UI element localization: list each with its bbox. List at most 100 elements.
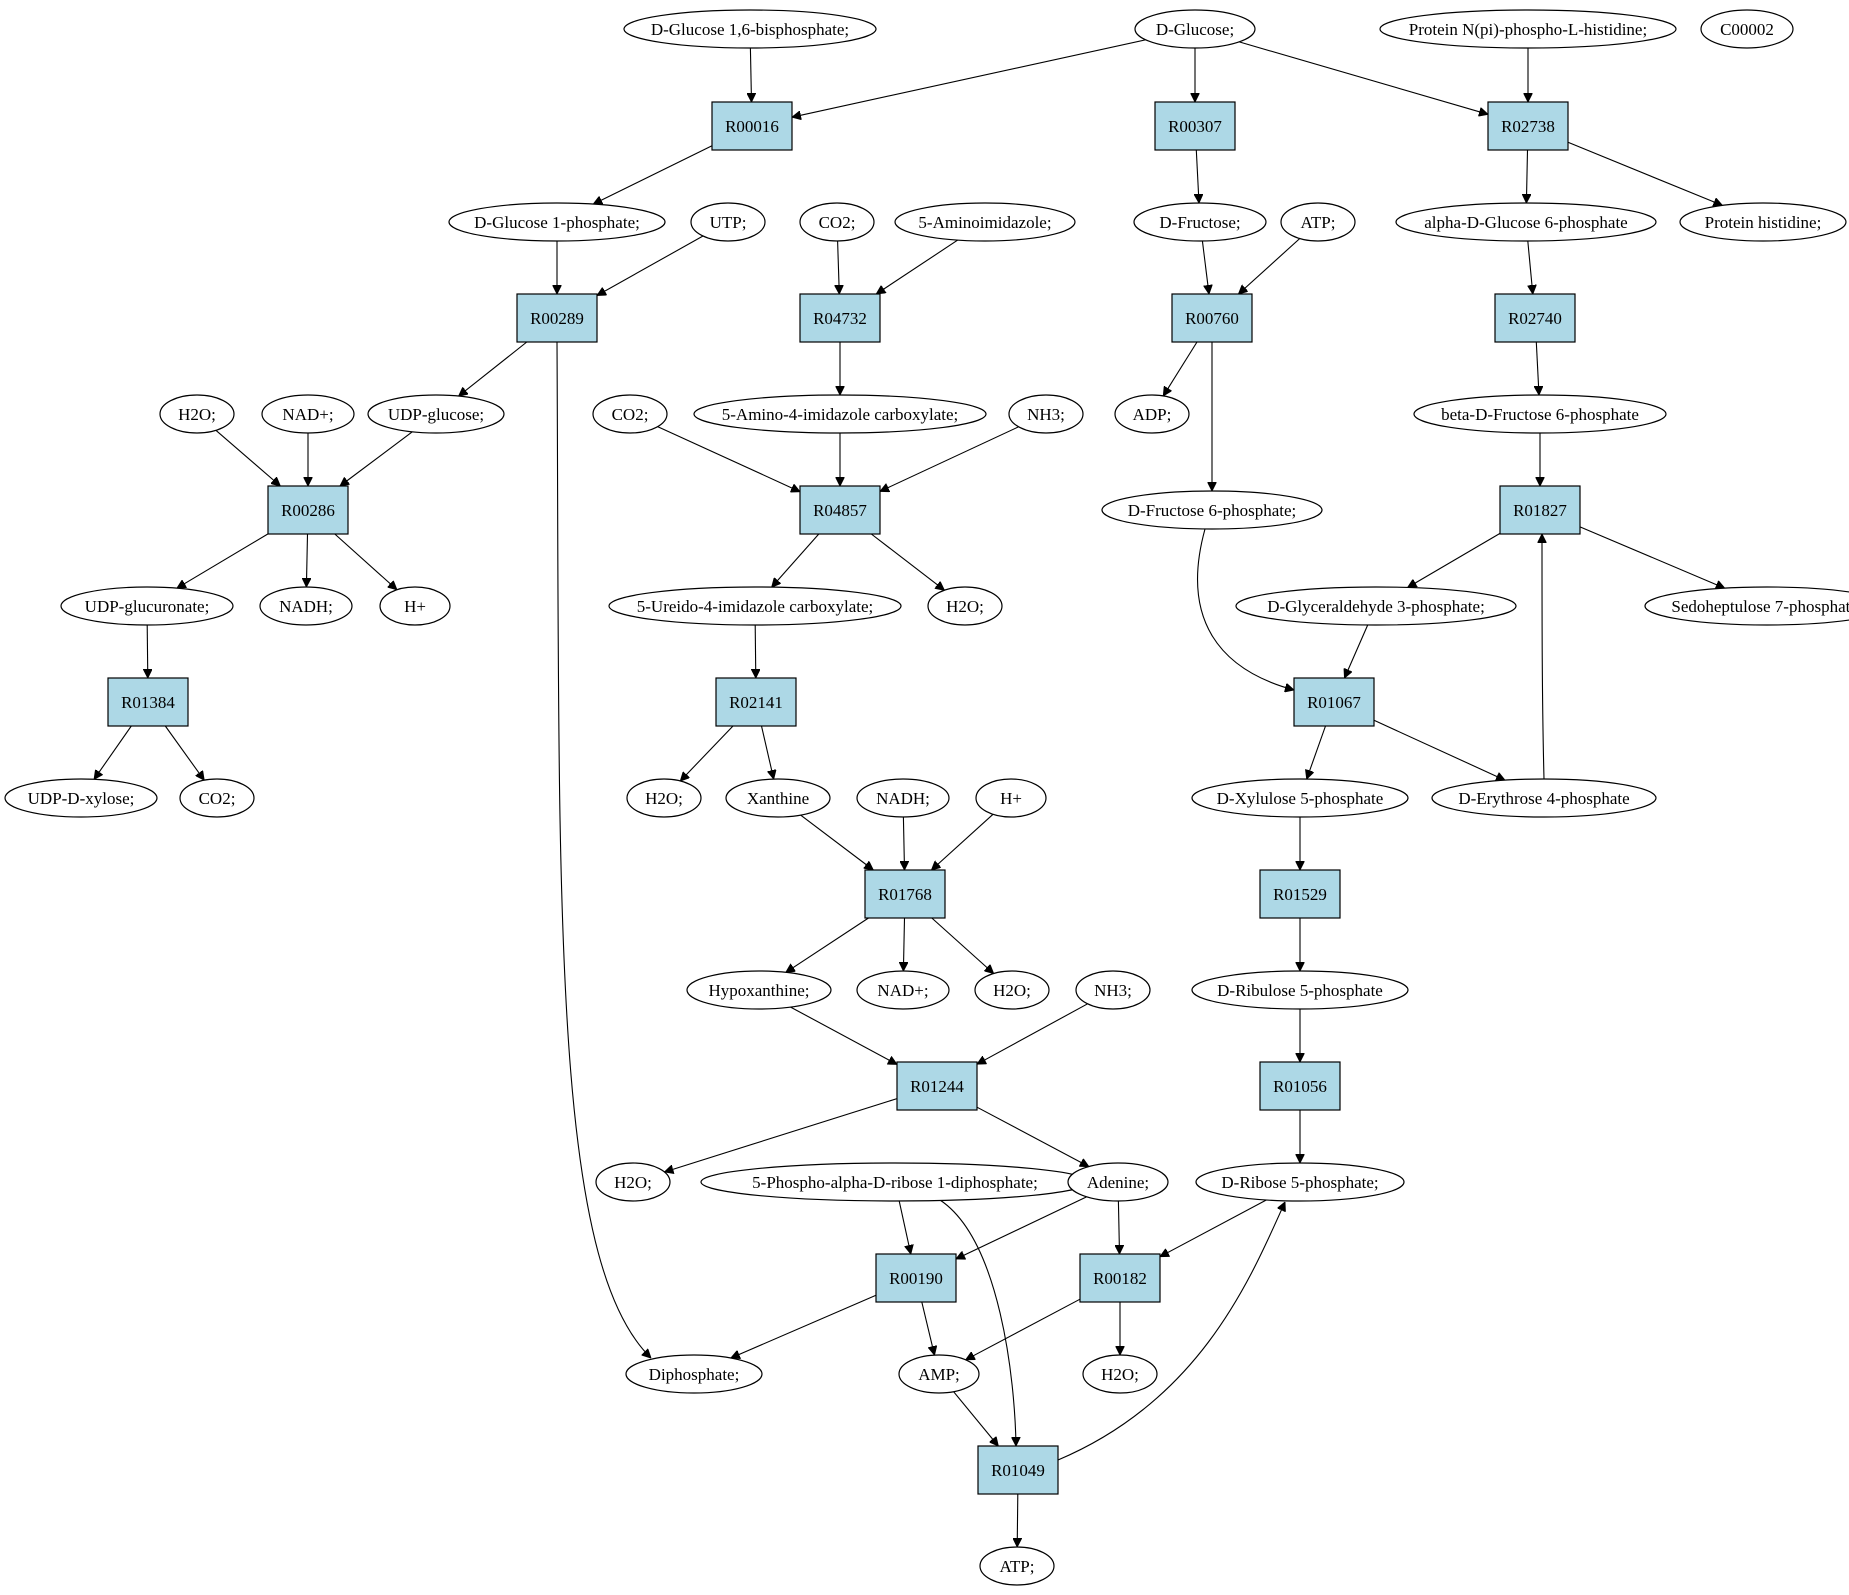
edge-m-amp-to-r-r01049 — [953, 1391, 999, 1446]
metabolite-node-m-c00002[interactable]: C00002 — [1700, 9, 1794, 49]
edge-r-r04857-to-m-h2o-b — [870, 533, 944, 590]
metabolite-node-m-utp[interactable]: UTP; — [690, 202, 766, 242]
reaction-node-r-r02738[interactable]: R02738 — [1487, 101, 1569, 151]
reaction-node-r-r00182[interactable]: R00182 — [1079, 1253, 1161, 1303]
edge-m-ribose5p-to-r-r00182 — [1160, 1199, 1267, 1258]
metabolite-node-m-h2o-d[interactable]: H2O; — [974, 970, 1050, 1010]
metabolite-node-m-beta-f6p[interactable]: beta-D-Fructose 6-phosphate — [1413, 394, 1667, 434]
edge-m-erythrose4p-to-r-r01827 — [1542, 534, 1544, 780]
metabolite-ellipse — [1133, 202, 1267, 242]
node-label: H2O; — [946, 597, 984, 616]
metabolite-node-m-d-fructose[interactable]: D-Fructose; — [1133, 202, 1267, 242]
metabolite-ellipse — [725, 778, 831, 818]
metabolite-node-m-udp-xylose[interactable]: UDP-D-xylose; — [4, 778, 158, 818]
metabolite-node-m-xanthine[interactable]: Xanthine — [725, 778, 831, 818]
metabolite-node-m-5-aminoimidazole[interactable]: 5-Aminoimidazole; — [894, 202, 1076, 242]
metabolite-node-m-hplus-a[interactable]: H+ — [379, 586, 451, 626]
node-label: NAD+; — [282, 405, 333, 424]
metabolite-node-m-diphosphate[interactable]: Diphosphate; — [625, 1354, 763, 1394]
metabolite-node-m-nh3-a[interactable]: NH3; — [1008, 394, 1084, 434]
metabolite-node-m-adp[interactable]: ADP; — [1114, 394, 1190, 434]
metabolite-node-m-udp-glucose[interactable]: UDP-glucose; — [367, 394, 505, 434]
edge-r-r04857-to-m-5u4ic — [772, 533, 820, 587]
reaction-node-r-r01384[interactable]: R01384 — [107, 677, 189, 727]
metabolite-node-m-nadp-a[interactable]: NAD+; — [261, 394, 355, 434]
metabolite-node-m-nh3-b[interactable]: NH3; — [1075, 970, 1151, 1010]
reaction-node-r-r00286[interactable]: R00286 — [267, 485, 349, 535]
node-label: H+ — [1000, 789, 1022, 808]
reaction-node-r-r00307[interactable]: R00307 — [1154, 101, 1236, 151]
reaction-node-r-r00190[interactable]: R00190 — [875, 1253, 957, 1303]
metabolite-ellipse — [1700, 9, 1794, 49]
metabolite-ellipse — [1379, 9, 1677, 49]
metabolite-node-m-d-glucose-1p[interactable]: D-Glucose 1-phosphate; — [448, 202, 666, 242]
metabolite-node-m-ribulose5p[interactable]: D-Ribulose 5-phosphate — [1191, 970, 1409, 1010]
node-label: Protein histidine; — [1705, 213, 1822, 232]
edge-r-r00182-to-m-amp — [966, 1298, 1081, 1361]
metabolite-node-m-hypoxanthine[interactable]: Hypoxanthine; — [686, 970, 832, 1010]
reaction-node-r-r02141[interactable]: R02141 — [715, 677, 797, 727]
reaction-node-r-r01067[interactable]: R01067 — [1293, 677, 1375, 727]
metabolite-ellipse — [686, 970, 832, 1010]
edge-r-r01049-to-m-atp-b — [1017, 1493, 1018, 1547]
metabolite-node-m-nadp-b[interactable]: NAD+; — [856, 970, 950, 1010]
node-label: D-Fructose; — [1159, 213, 1240, 232]
metabolite-node-m-hplus-b[interactable]: H+ — [975, 778, 1047, 818]
node-label: R04857 — [813, 501, 867, 520]
edge-m-5u4ic-to-r-r02141 — [755, 624, 756, 678]
metabolite-node-m-sedoheptulose[interactable]: Sedoheptulose 7-phosphate; — [1644, 586, 1849, 626]
metabolite-node-m-nadh-a[interactable]: NADH; — [259, 586, 353, 626]
metabolite-node-m-amp[interactable]: AMP; — [898, 1354, 980, 1394]
metabolite-node-m-co2-b[interactable]: CO2; — [592, 394, 668, 434]
reaction-node-r-r01244[interactable]: R01244 — [896, 1061, 978, 1111]
metabolite-node-m-alpha-g6p[interactable]: alpha-D-Glucose 6-phosphate — [1395, 202, 1657, 242]
metabolite-node-m-ribose5p[interactable]: D-Ribose 5-phosphate; — [1195, 1162, 1405, 1202]
metabolite-node-m-adenine[interactable]: Adenine; — [1067, 1162, 1169, 1202]
reaction-node-r-r01768[interactable]: R01768 — [864, 869, 946, 919]
reaction-node-r-r01827[interactable]: R01827 — [1499, 485, 1581, 535]
reaction-node-r-r00289[interactable]: R00289 — [516, 293, 598, 343]
metabolite-node-m-atp-b[interactable]: ATP; — [979, 1546, 1055, 1586]
metabolite-node-m-protein-histidine[interactable]: Protein histidine; — [1679, 202, 1847, 242]
metabolite-node-m-h2o-b[interactable]: H2O; — [927, 586, 1003, 626]
node-label: ATP; — [1301, 213, 1336, 232]
metabolite-node-m-h2o-a[interactable]: H2O; — [159, 394, 235, 434]
edge-r-r00307-to-m-d-fructose — [1196, 149, 1199, 203]
reaction-node-r-r01049[interactable]: R01049 — [977, 1445, 1059, 1495]
node-label: R01827 — [1513, 501, 1567, 520]
reaction-node-r-r00016[interactable]: R00016 — [711, 101, 793, 151]
reaction-node-r-r02740[interactable]: R02740 — [1494, 293, 1576, 343]
metabolite-node-m-co2-a[interactable]: CO2; — [799, 202, 875, 242]
metabolite-node-m-xylulose5p[interactable]: D-Xylulose 5-phosphate — [1191, 778, 1409, 818]
metabolite-node-m-d-fructose-6p[interactable]: D-Fructose 6-phosphate; — [1101, 490, 1323, 530]
metabolite-ellipse — [974, 970, 1050, 1010]
node-label: Adenine; — [1087, 1173, 1149, 1192]
metabolite-node-m-h2o-c[interactable]: H2O; — [626, 778, 702, 818]
reaction-node-r-r01529[interactable]: R01529 — [1259, 869, 1341, 919]
reaction-node-r-r01056[interactable]: R01056 — [1259, 1061, 1341, 1111]
metabolite-node-m-protein-nphospho[interactable]: Protein N(pi)-phospho-L-histidine; — [1379, 9, 1677, 49]
edge-r-r00286-to-m-hplus-a — [334, 533, 397, 590]
node-label: Hypoxanthine; — [708, 981, 809, 1000]
reaction-node-r-r04857[interactable]: R04857 — [799, 485, 881, 535]
metabolite-node-m-udp-glucuronate[interactable]: UDP-glucuronate; — [60, 586, 234, 626]
edge-r-r01768-to-m-nadp-b — [903, 917, 904, 971]
metabolite-node-m-gap[interactable]: D-Glyceraldehyde 3-phosphate; — [1235, 586, 1517, 626]
metabolite-node-m-d-glucose[interactable]: D-Glucose; — [1134, 9, 1256, 49]
metabolite-node-m-atp-a[interactable]: ATP; — [1280, 202, 1356, 242]
metabolite-node-m-prpp[interactable]: 5-Phospho-alpha-D-ribose 1-diphosphate; — [700, 1162, 1090, 1202]
metabolite-node-m-5u4ic[interactable]: 5-Ureido-4-imidazole carboxylate; — [608, 586, 902, 626]
metabolite-node-m-h2o-f[interactable]: H2O; — [1082, 1354, 1158, 1394]
metabolite-ellipse — [927, 586, 1003, 626]
metabolite-node-m-h2o-e[interactable]: H2O; — [595, 1162, 671, 1202]
metabolite-node-m-d-glucose-16bp[interactable]: D-Glucose 1,6-bisphosphate; — [623, 9, 877, 49]
node-label: Protein N(pi)-phospho-L-histidine; — [1409, 20, 1647, 39]
metabolite-node-m-erythrose4p[interactable]: D-Erythrose 4-phosphate — [1431, 778, 1657, 818]
reaction-node-r-r00760[interactable]: R00760 — [1171, 293, 1253, 343]
metabolite-node-m-nadh-b[interactable]: NADH; — [856, 778, 950, 818]
reaction-node-r-r04732[interactable]: R04732 — [799, 293, 881, 343]
node-label: R01768 — [878, 885, 932, 904]
edge-r-r00289-to-m-udp-glucose — [459, 341, 528, 396]
metabolite-node-m-co2-c[interactable]: CO2; — [179, 778, 255, 818]
metabolite-node-m-5a4ic[interactable]: 5-Amino-4-imidazole carboxylate; — [693, 394, 987, 434]
